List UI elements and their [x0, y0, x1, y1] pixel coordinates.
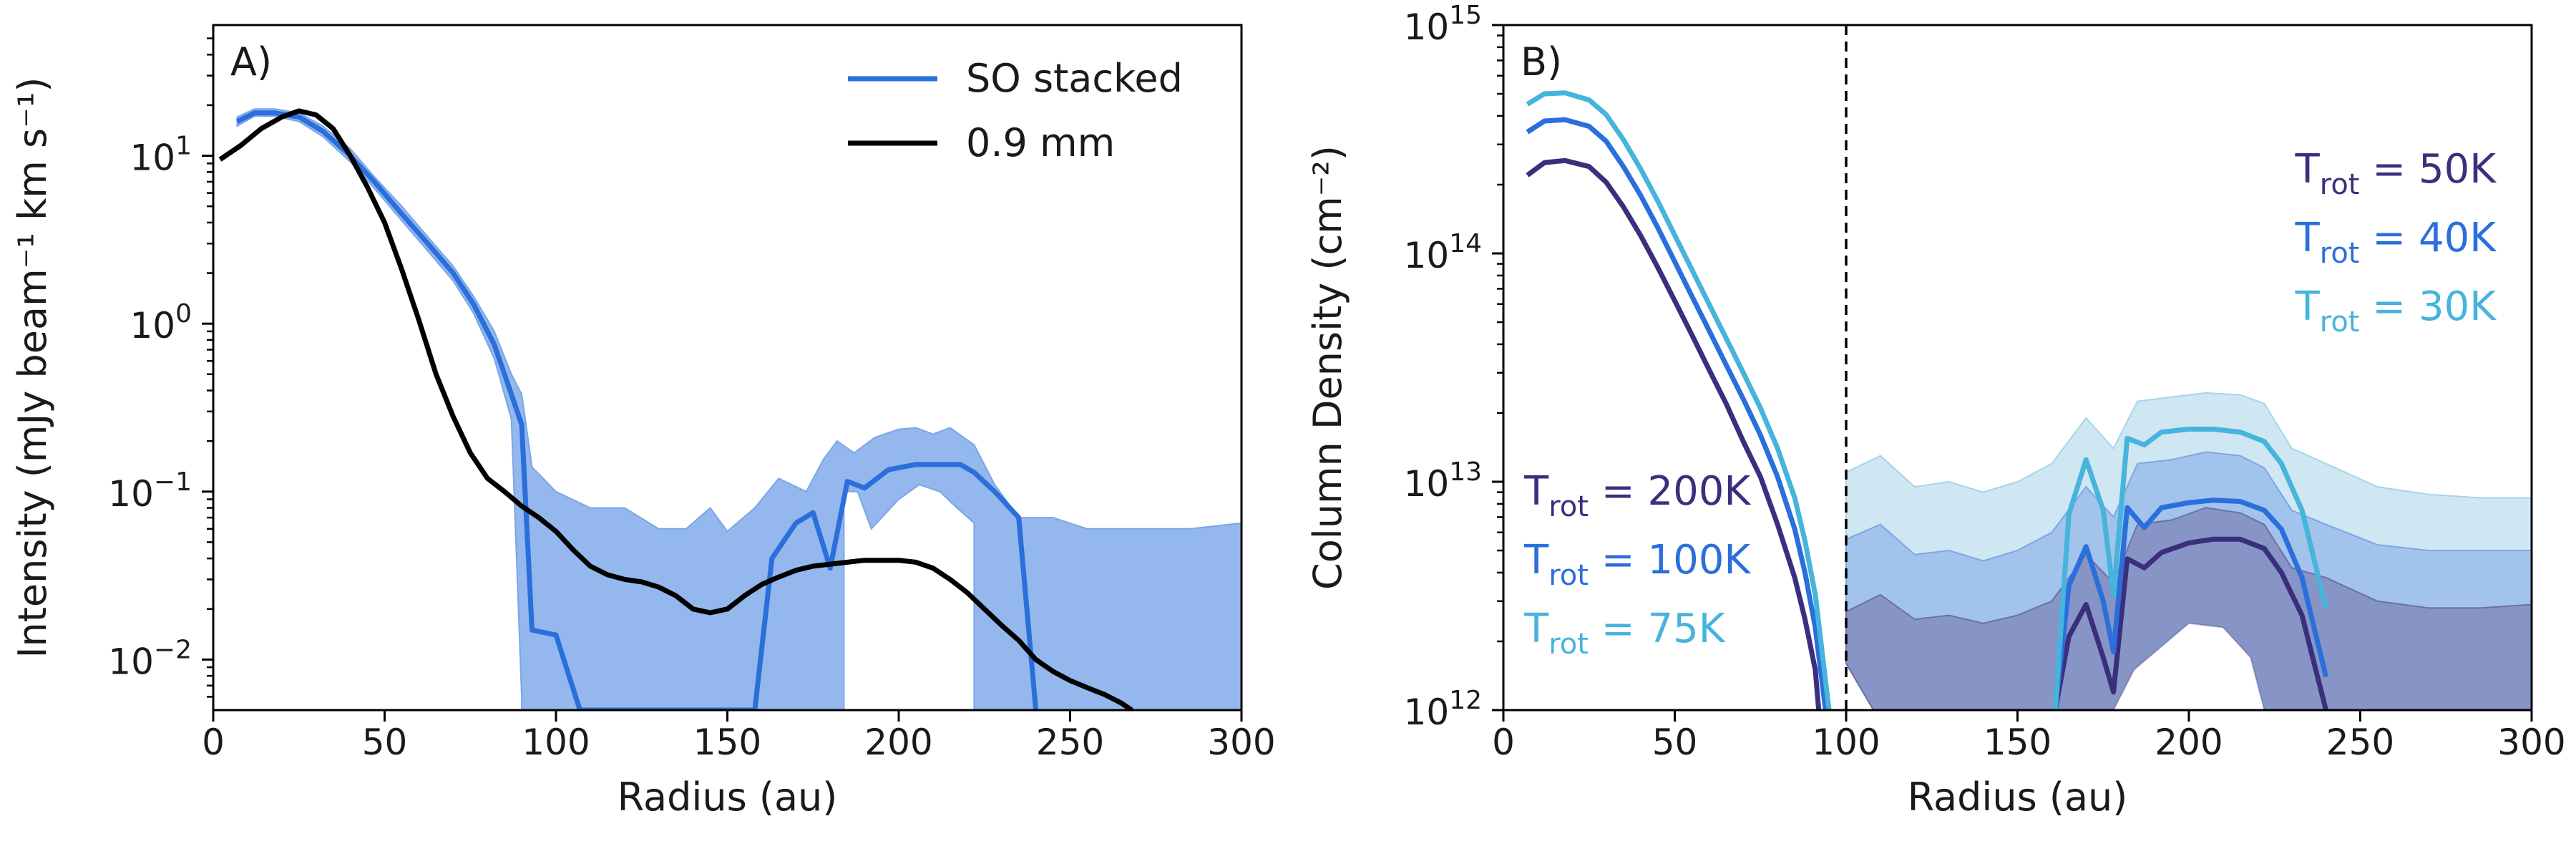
- a-legend: SO stacked 0.9 mm: [848, 56, 1183, 165]
- trot-label-left-2: Trot = 75K: [1523, 606, 1726, 661]
- so-band-gap: [843, 483, 975, 710]
- b-xtick-label: 50: [1652, 722, 1698, 763]
- trot-label-left-1: Trot = 100K: [1523, 537, 1751, 592]
- b-ytick-label: 1013: [1404, 457, 1482, 505]
- b-xtick-label: 200: [2155, 722, 2223, 763]
- b-xtick-label: 300: [2497, 722, 2565, 763]
- a-panel-label: A): [230, 39, 272, 84]
- b-xtick-label: 0: [1492, 722, 1515, 763]
- trot-label-right-1: Trot = 40K: [2295, 215, 2497, 270]
- b-ytick-label: 1012: [1404, 686, 1482, 733]
- b-panel-label: B): [1521, 39, 1562, 84]
- continuum-line: [218, 108, 1133, 710]
- a-xtick-label: 50: [362, 722, 408, 763]
- b-ytick-label: 1014: [1404, 229, 1482, 276]
- a-frame: [212, 24, 1243, 712]
- a-ytick-label: 101: [130, 132, 192, 179]
- a-xtick-label: 200: [864, 722, 932, 763]
- a-xtick-label: 250: [1036, 722, 1104, 763]
- trot-label-right-2: Trot = 30K: [2295, 283, 2497, 339]
- trot-label-left-0: Trot = 200K: [1523, 468, 1751, 523]
- a-ytick-label: 10−1: [108, 467, 192, 515]
- a-ylabel: Intensity (mJy beam⁻¹ km s⁻¹): [10, 77, 55, 659]
- b-frame: [1502, 24, 2533, 712]
- a-xtick-label: 100: [522, 722, 590, 763]
- b-xtick-label: 250: [2326, 722, 2394, 763]
- b-ylabel: Column Density (cm⁻²): [1305, 145, 1350, 590]
- inner-line-1: [1526, 117, 1828, 710]
- a-xtick-label: 150: [693, 722, 761, 763]
- a-plot-area: [218, 108, 1241, 710]
- outer-line-0: [2052, 536, 2328, 710]
- a-ytick-label: 10−2: [108, 635, 192, 682]
- b-xlabel: Radius (au): [1908, 775, 2128, 820]
- b-plot-area: [1526, 25, 2532, 710]
- outer-line-1: [2052, 498, 2329, 710]
- band-gap-hole: [2113, 623, 2265, 710]
- so-uncertainty-band: [236, 108, 1241, 710]
- b-xtick-label: 100: [1812, 722, 1880, 763]
- b-xtick-label: 150: [1984, 722, 2051, 763]
- a-xlabel: Radius (au): [618, 775, 838, 820]
- a-ytick-label: 100: [130, 299, 192, 346]
- outer-line-2: [2052, 427, 2328, 710]
- b-ytick-label: 1015: [1404, 1, 1482, 48]
- inner-line-2: [1526, 90, 1832, 710]
- panel-b: 0 50 100 150 200 250 300 1012 1013 1014 1015Radius…: [1305, 1, 2566, 820]
- a-xtick-label: 300: [1207, 722, 1275, 763]
- trot-label-right-0: Trot = 50K: [2295, 146, 2497, 201]
- legend-label-so: SO stacked: [966, 56, 1183, 101]
- a-xtick-label: 0: [202, 722, 225, 763]
- inner-line-0: [1526, 157, 1822, 710]
- legend-label-continuum: 0.9 mm: [966, 120, 1115, 165]
